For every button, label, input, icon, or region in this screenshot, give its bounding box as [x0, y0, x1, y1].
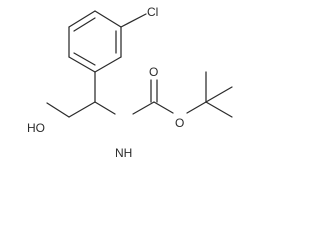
- ester-oxygen-to-tbutyl-bond: [186, 101, 207, 114]
- tbutyl-methyl-bond: [205, 101, 233, 118]
- ring-bond: [68, 56, 96, 73]
- nh-to-carbonyl-bond: [132, 101, 155, 115]
- ch-to-ch2-bond: [68, 101, 96, 118]
- ch-to-nh-bond: [94, 101, 116, 115]
- hydroxyl-label: HO: [27, 121, 45, 135]
- chemical-structure: Cl HO NH O O: [27, 5, 233, 160]
- ring-double-bond: [73, 52, 96, 66]
- chlorine-label: Cl: [147, 5, 158, 19]
- tbutyl-methyl-bond: [205, 86, 233, 103]
- ester-oxygen-label: O: [175, 116, 184, 130]
- ring-bond: [94, 10, 122, 28]
- c-cl-bond: [120, 13, 147, 28]
- ring-double-bond: [73, 17, 96, 32]
- amine-label: NH: [115, 146, 132, 160]
- ring-bond: [94, 56, 122, 73]
- ring-bond: [68, 10, 96, 28]
- benzene-ring: [68, 10, 122, 73]
- carbonyl-to-ester-oxygen-bond: [153, 101, 174, 114]
- carbonyl-oxygen-label: O: [149, 65, 158, 79]
- ch2-to-oh-bond: [46, 102, 70, 118]
